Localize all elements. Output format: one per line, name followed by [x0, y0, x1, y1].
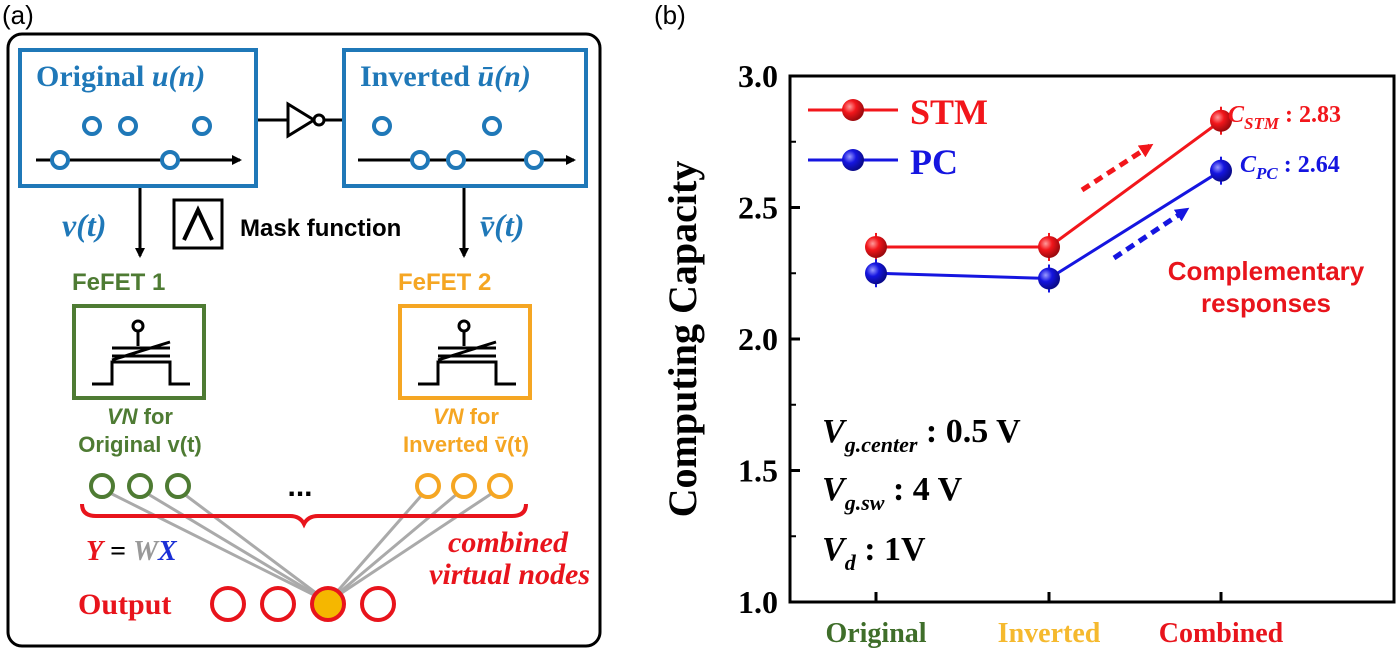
fefet1-label: FeFET 1	[72, 269, 165, 296]
virtual-node	[487, 473, 513, 499]
series-line-stm	[876, 119, 1222, 249]
panel-a-label: (a)	[2, 0, 34, 30]
original-box	[18, 48, 258, 188]
annotation-c-stm: CSTM : 2.83	[1228, 102, 1341, 133]
fefet1-box	[72, 304, 206, 400]
virtual-node-connections	[99, 486, 501, 604]
equation: Y = WX	[86, 536, 178, 567]
y-ticks: 1.0 1.5 2.0 2.5 3.0	[738, 58, 800, 620]
combined-line1: combined	[448, 526, 569, 559]
sample-dot	[410, 150, 430, 170]
inverted-samples	[372, 116, 544, 170]
virtual-node	[451, 473, 477, 499]
y-axis-label: Computing Capacity	[660, 161, 705, 518]
vn1-line1: VN for	[107, 404, 173, 429]
virtual-node	[127, 473, 153, 499]
data-point-pc	[1210, 159, 1232, 182]
y-tick-label: 2.5	[738, 190, 778, 226]
increase-arrow-stm	[1080, 143, 1154, 193]
y-tick-label: 1.0	[738, 584, 778, 620]
sample-dot	[482, 116, 502, 136]
panel-a-frame	[6, 32, 602, 648]
vn2-line1: VN for	[433, 404, 499, 429]
complementary-line1: Complementary	[1168, 256, 1365, 286]
sample-dot	[446, 150, 466, 170]
output-nodes	[210, 586, 396, 622]
data-point-stm	[865, 235, 887, 258]
series-layer	[865, 106, 1232, 293]
output-node	[210, 586, 246, 622]
mask-function-label: Mask function	[240, 215, 401, 242]
sample-dot	[160, 150, 180, 170]
sample-dot	[82, 116, 102, 136]
legend-item-stm: STM	[808, 92, 988, 132]
vn2-line2: Inverted v̄(t)	[403, 432, 529, 457]
sample-dot	[372, 116, 392, 136]
panel-a: (a) Original u(n) Inverted ū(n)	[2, 0, 602, 648]
ellipsis: ...	[287, 470, 312, 503]
condition-vd: Vd : 1V	[822, 531, 926, 575]
fefet2-label: FeFET 2	[398, 269, 491, 296]
fefet1-transistor-icon	[92, 319, 190, 386]
combined-line2: virtual nodes	[429, 558, 590, 591]
output-label: Output	[78, 588, 171, 621]
original-samples	[50, 116, 212, 170]
fefet2-transistor-icon	[418, 319, 516, 386]
x-tick-label: Original	[825, 618, 926, 649]
x-tick-label: Combined	[1159, 618, 1284, 649]
original-title: Original u(n)	[36, 60, 205, 93]
virtual-node	[165, 473, 191, 499]
sample-dot	[50, 150, 70, 170]
inverted-title: Inverted ū(n)	[360, 60, 531, 93]
y-tick-label: 2.0	[738, 321, 778, 357]
y-tick-label: 3.0	[738, 58, 778, 94]
sample-dot	[524, 150, 544, 170]
data-point-pc	[865, 262, 887, 285]
annotation-c-pc: CPC : 2.64	[1240, 152, 1340, 183]
sample-dot	[192, 116, 212, 136]
inverter-icon	[258, 101, 344, 139]
y-tick-label: 1.5	[738, 453, 778, 489]
vn1-line2: Original v(t)	[78, 432, 201, 457]
output-node	[360, 586, 396, 622]
increase-arrow-pc	[1112, 207, 1190, 261]
panel-b: (b) Computing Capacity 1.0 1.5 2.0 2.5 3.0 O…	[654, 0, 1396, 649]
condition-vg-center: Vg.center : 0.5 V	[822, 413, 1021, 457]
legend: STM PC	[808, 92, 988, 182]
virtual-node	[89, 473, 115, 499]
legend-item-pc: PC	[808, 142, 958, 182]
legend-label-stm: STM	[910, 92, 988, 132]
panel-b-label: (b)	[654, 0, 686, 30]
data-point-pc	[1038, 267, 1060, 290]
output-node-active	[310, 586, 346, 622]
data-point-stm	[1038, 235, 1060, 258]
complementary-line2: responses	[1201, 288, 1331, 318]
legend-marker-pc	[842, 149, 864, 171]
v-label: v(t)	[62, 207, 106, 243]
x-tick-label: Inverted	[998, 618, 1101, 649]
output-node	[260, 586, 296, 622]
virtual-node	[415, 473, 441, 499]
virtual-nodes-original	[89, 473, 191, 499]
legend-marker-stm	[842, 99, 864, 121]
virtual-nodes-inverted	[415, 473, 513, 499]
fefet2-box	[398, 304, 532, 400]
combined-brace	[80, 503, 528, 529]
sample-dot	[118, 116, 138, 136]
x-ticks: Original Inverted Combined	[825, 592, 1284, 649]
vbar-label: v̄(t)	[480, 207, 524, 243]
inverted-box	[342, 48, 588, 188]
data-point-stm	[1210, 109, 1232, 132]
legend-label-pc: PC	[910, 142, 958, 182]
condition-vg-sw: Vg.sw : 4 V	[822, 471, 963, 515]
